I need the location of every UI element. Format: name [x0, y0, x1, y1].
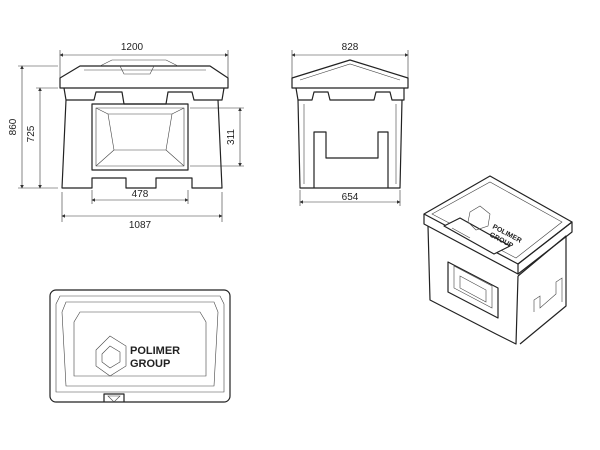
logo-top-view: POLIMER GROUP [95, 335, 180, 377]
dim-front-width-bottom: 1087 [129, 220, 152, 231]
dim-front-width-top: 1200 [121, 42, 144, 53]
dim-side-width-bottom: 654 [342, 192, 359, 203]
logo-line1: POLIMER [130, 345, 180, 357]
dim-side-width-top: 828 [342, 42, 359, 53]
dim-front-height-body: 725 [26, 125, 37, 142]
side-dimensions: 828 654 [291, 42, 409, 206]
front-dimensions: 1200 478 1087 860 725 311 [8, 42, 244, 231]
dim-front-height-total: 860 [8, 118, 19, 135]
isometric-view: POLIMER GROUP [423, 175, 573, 345]
top-view: POLIMER GROUP [49, 289, 231, 403]
front-view [59, 59, 229, 189]
side-view [291, 59, 409, 189]
logo-line2: GROUP [130, 358, 170, 370]
dim-front-opening-height: 311 [226, 129, 237, 145]
dim-front-opening-width: 478 [132, 189, 149, 200]
